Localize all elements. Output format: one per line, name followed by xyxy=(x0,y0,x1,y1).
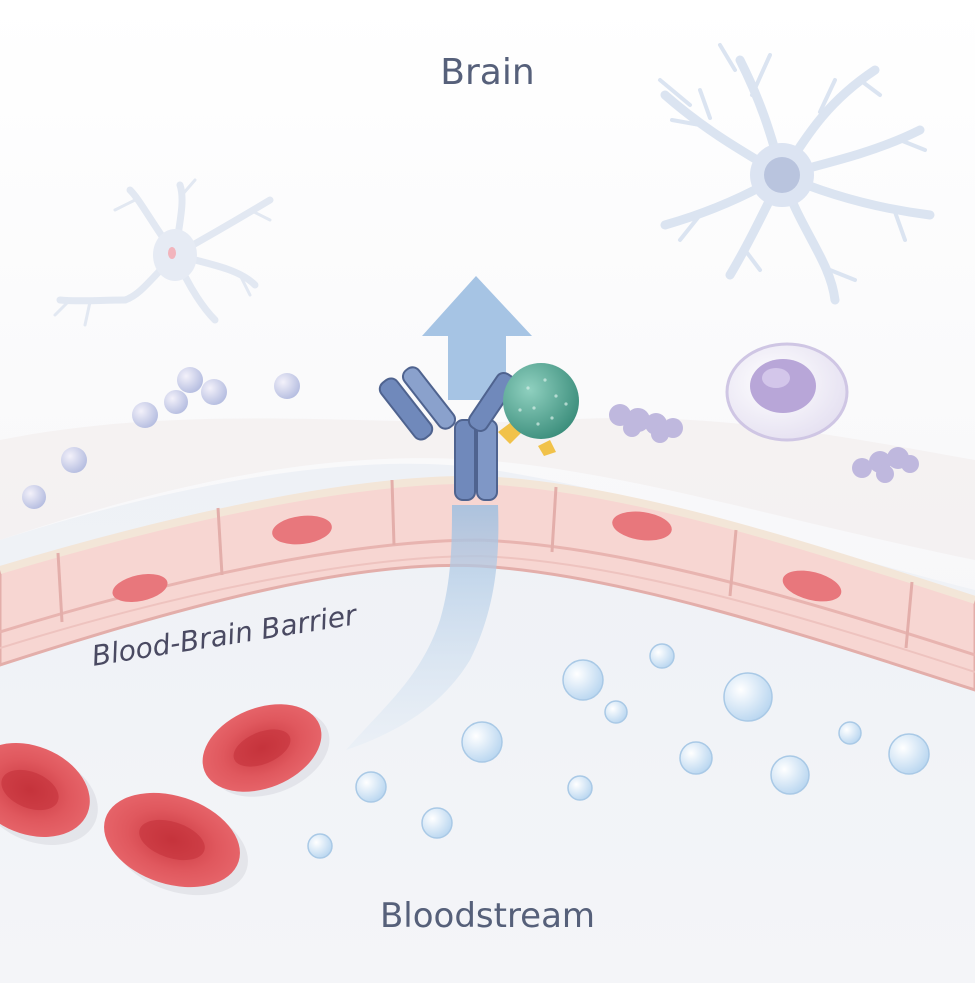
red-blood-cell-icon xyxy=(0,743,98,845)
plasma-molecules xyxy=(307,643,930,859)
brain-molecules xyxy=(22,367,300,509)
neuron-icon xyxy=(658,43,935,305)
brain-label: Brain xyxy=(440,52,535,93)
red-blood-cell-icon xyxy=(202,704,330,797)
protein-aggregate xyxy=(609,404,683,443)
neuron-icon xyxy=(53,178,274,327)
immune-cell-icon xyxy=(725,342,849,442)
antibody-icon xyxy=(378,366,517,501)
protein-aggregate xyxy=(852,447,919,483)
bloodstream-label: Bloodstream xyxy=(379,896,596,936)
tissue-wash xyxy=(0,418,975,560)
antigen-icon xyxy=(498,363,579,456)
transport-arrow-icon xyxy=(346,276,532,750)
red-blood-cell-icon xyxy=(104,792,248,896)
